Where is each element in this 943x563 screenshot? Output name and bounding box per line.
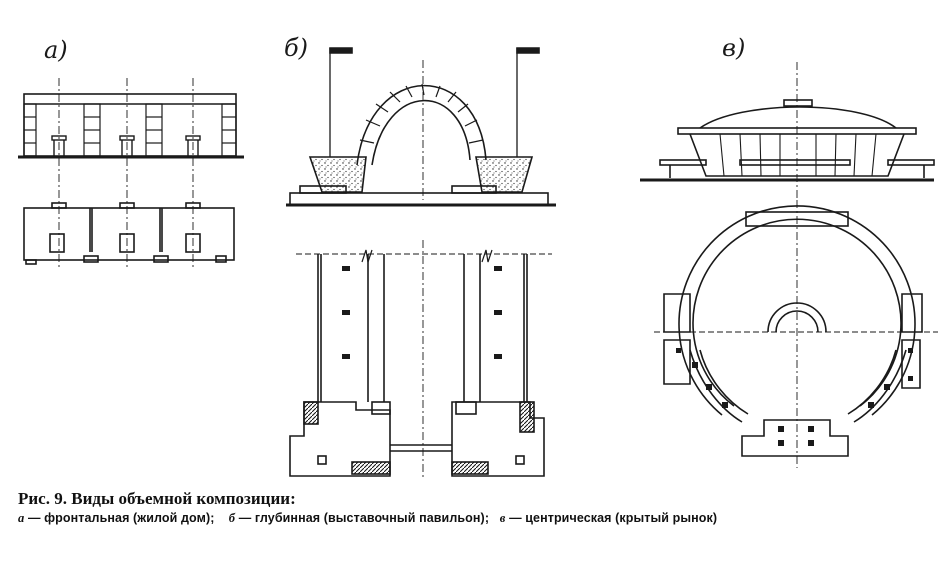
- pavilion-elevation: [286, 47, 556, 207]
- legend-b-letter: б: [228, 511, 236, 525]
- pavilion-plan: [289, 240, 552, 480]
- caption-legend: а — фронтальная (жилой дом); б — глубинн…: [18, 511, 933, 525]
- drawings-svg: [18, 47, 938, 480]
- legend-a-letter: а: [18, 511, 25, 525]
- panel-c-drawing: [640, 62, 938, 468]
- house-elevation: [18, 78, 244, 270]
- legend-c-letter: в: [499, 511, 506, 525]
- market-plan: [654, 200, 938, 468]
- market-elevation: [640, 62, 935, 200]
- panel-b-label: б): [284, 34, 309, 62]
- caption-title: Рис. 9. Виды объемной композиции:: [18, 489, 296, 508]
- legend-c-text: — центрическая (крытый рынок): [509, 511, 718, 525]
- panel-a-drawing: [18, 78, 244, 270]
- legend-a-text: — фронтальная (жилой дом);: [27, 511, 215, 525]
- figure-caption: Рис. 9. Виды объемной композиции: а — фр…: [18, 489, 933, 525]
- panel-b-drawing: [286, 47, 556, 480]
- panel-c-label: в): [722, 34, 746, 62]
- panel-a-label: а): [44, 36, 68, 64]
- house-plan: [23, 202, 235, 265]
- figure-drawing: а) б) в): [18, 34, 938, 480]
- legend-b-text: — глубинная (выставочный павильон);: [238, 511, 490, 525]
